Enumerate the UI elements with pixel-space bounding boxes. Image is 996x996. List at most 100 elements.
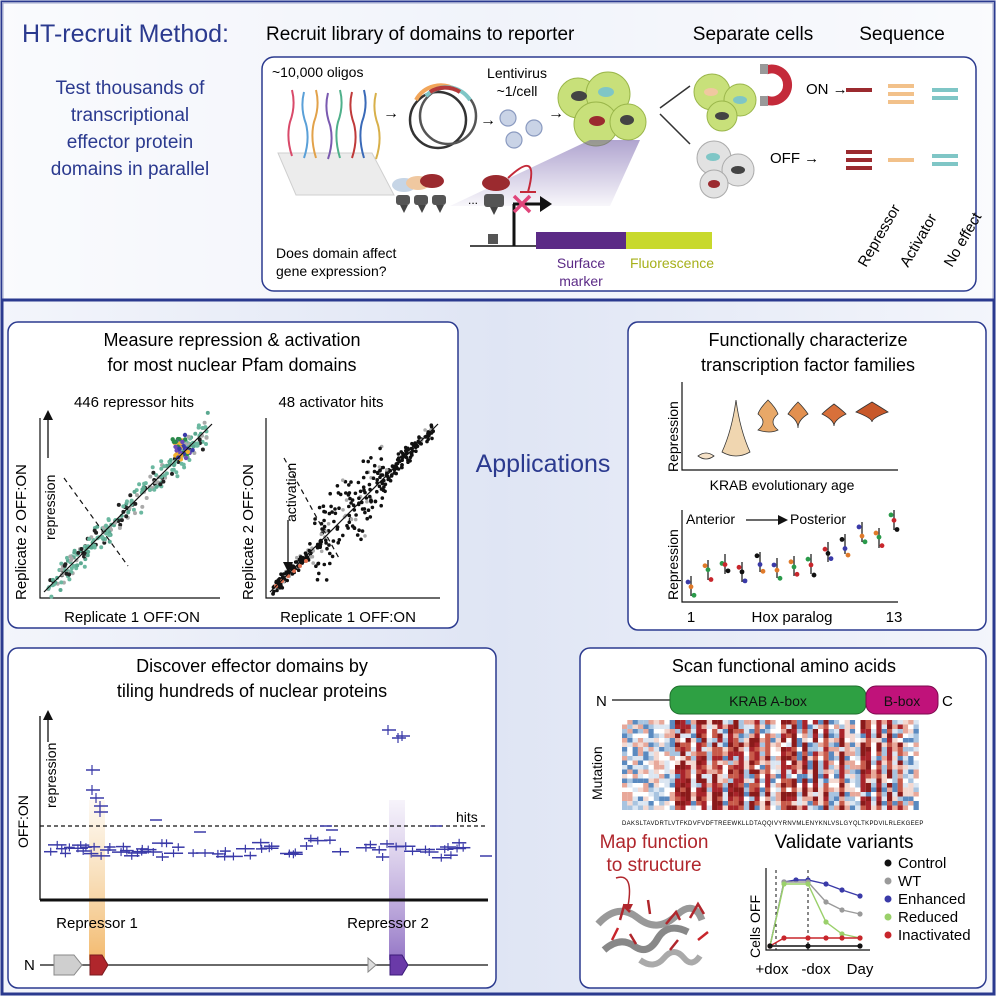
heatmap-cell (791, 787, 797, 792)
heatmap-cell (876, 742, 882, 747)
heatmap-cell (685, 751, 691, 756)
heatmap-cell (802, 783, 808, 788)
heatmap-cell (902, 778, 909, 783)
heatmap-cell (728, 747, 734, 752)
heatmap-cell (881, 796, 887, 801)
heatmap-cell (791, 720, 797, 725)
heatmap-cell (754, 796, 760, 801)
heatmap-cell (849, 751, 856, 756)
heatmap-cell (701, 769, 707, 774)
validate-point (805, 881, 811, 887)
hox-point (691, 592, 697, 598)
heatmap-cell (685, 742, 691, 747)
heatmap-cell (706, 742, 713, 747)
heatmap-cell (669, 783, 675, 788)
heatmap-cell (754, 724, 760, 729)
heatmap-cell (887, 796, 893, 801)
heatmap-cell (653, 720, 660, 725)
protein-domain-repressor2 (389, 954, 409, 976)
heatmap-cell (818, 801, 824, 806)
heatmap-cell (728, 792, 734, 797)
heatmap-cell (659, 747, 665, 752)
heatmap-cell (860, 778, 866, 783)
heatmap-cell (701, 796, 707, 801)
heatmap-cell (897, 774, 903, 779)
scatter-point (137, 482, 142, 487)
heatmap-cell (664, 801, 670, 806)
step-separate-title: Separate cells (693, 24, 813, 45)
heatmap-cell (844, 747, 850, 752)
heatmap-cell (818, 774, 824, 779)
heatmap-cell (749, 747, 755, 752)
heatmap-cell (812, 801, 819, 806)
heatmap-cell (622, 724, 628, 729)
heatmap-cell (865, 747, 872, 752)
heatmap-cell (659, 774, 665, 779)
heatmap-cell (786, 720, 792, 725)
heatmap-cell (733, 742, 739, 747)
heatmap-cell (796, 792, 803, 797)
heatmap-cell (664, 742, 670, 747)
heatmap-cell (627, 729, 633, 734)
heatmap-cell (743, 792, 750, 797)
heatmap-cell (743, 778, 750, 783)
heatmap-cell (696, 738, 702, 743)
heatmap-cell (834, 751, 840, 756)
heatmap-cell (643, 760, 649, 765)
heatmap-cell (844, 756, 850, 761)
heatmap-cell (643, 729, 649, 734)
heatmap-cell (706, 720, 713, 725)
heatmap-cell (796, 738, 803, 743)
scatter-point (68, 554, 73, 559)
heatmap-cell (834, 756, 840, 761)
heatmap-cell (706, 738, 713, 743)
heatmap-cell (855, 733, 861, 738)
scatter-point (387, 476, 391, 481)
krab-violins (697, 399, 889, 460)
heatmap-cell (775, 769, 781, 774)
heatmap-cell (887, 805, 893, 810)
heatmap-cell (664, 738, 670, 743)
hox-point (842, 546, 848, 551)
heatmap-cell (733, 733, 739, 738)
heatmap-cell (839, 738, 845, 743)
heatmap-cell (765, 738, 771, 743)
heatmap-cell (775, 729, 781, 734)
heatmap-cell (802, 733, 808, 738)
heatmap-cell (675, 783, 681, 788)
heatmap-cell (754, 765, 760, 770)
heatmap-cell (849, 733, 856, 738)
scatter-point (327, 511, 332, 516)
tiling-title-2: tiling hundreds of nuclear proteins (117, 681, 387, 701)
heatmap-cell (706, 792, 713, 797)
repressor-hit-point (183, 437, 188, 442)
heatmap-cell (643, 724, 649, 729)
heatmap-cell (669, 760, 675, 765)
heatmap-cell (712, 747, 718, 752)
separation-arrows (659, 85, 691, 145)
validate-curve (769, 937, 860, 947)
heatmap-cell (685, 796, 691, 801)
hox-anterior: Anterior (686, 511, 735, 527)
heatmap-cell (897, 765, 903, 770)
heatmap-cell (722, 774, 728, 779)
heatmap-cell (622, 733, 628, 738)
validate-point (839, 931, 845, 937)
heatmap-cell (622, 729, 628, 734)
heatmap-cell (849, 756, 856, 761)
heatmap-cell (680, 765, 686, 770)
scatter-point (347, 483, 351, 487)
heatmap-cell (675, 729, 681, 734)
heatmap-cell (781, 733, 787, 738)
scatter-point (176, 460, 181, 464)
heatmap-cell (696, 765, 702, 770)
hox-point (873, 530, 879, 536)
heatmap-cell (722, 742, 728, 747)
heatmap-cell (627, 760, 633, 765)
heatmap-cell (892, 720, 898, 725)
heatmap-cell (823, 805, 829, 810)
heatmap-cell (865, 765, 872, 770)
heatmap-cell (796, 801, 803, 806)
heatmap-cell (759, 787, 766, 792)
heatmap-cell (759, 751, 766, 756)
